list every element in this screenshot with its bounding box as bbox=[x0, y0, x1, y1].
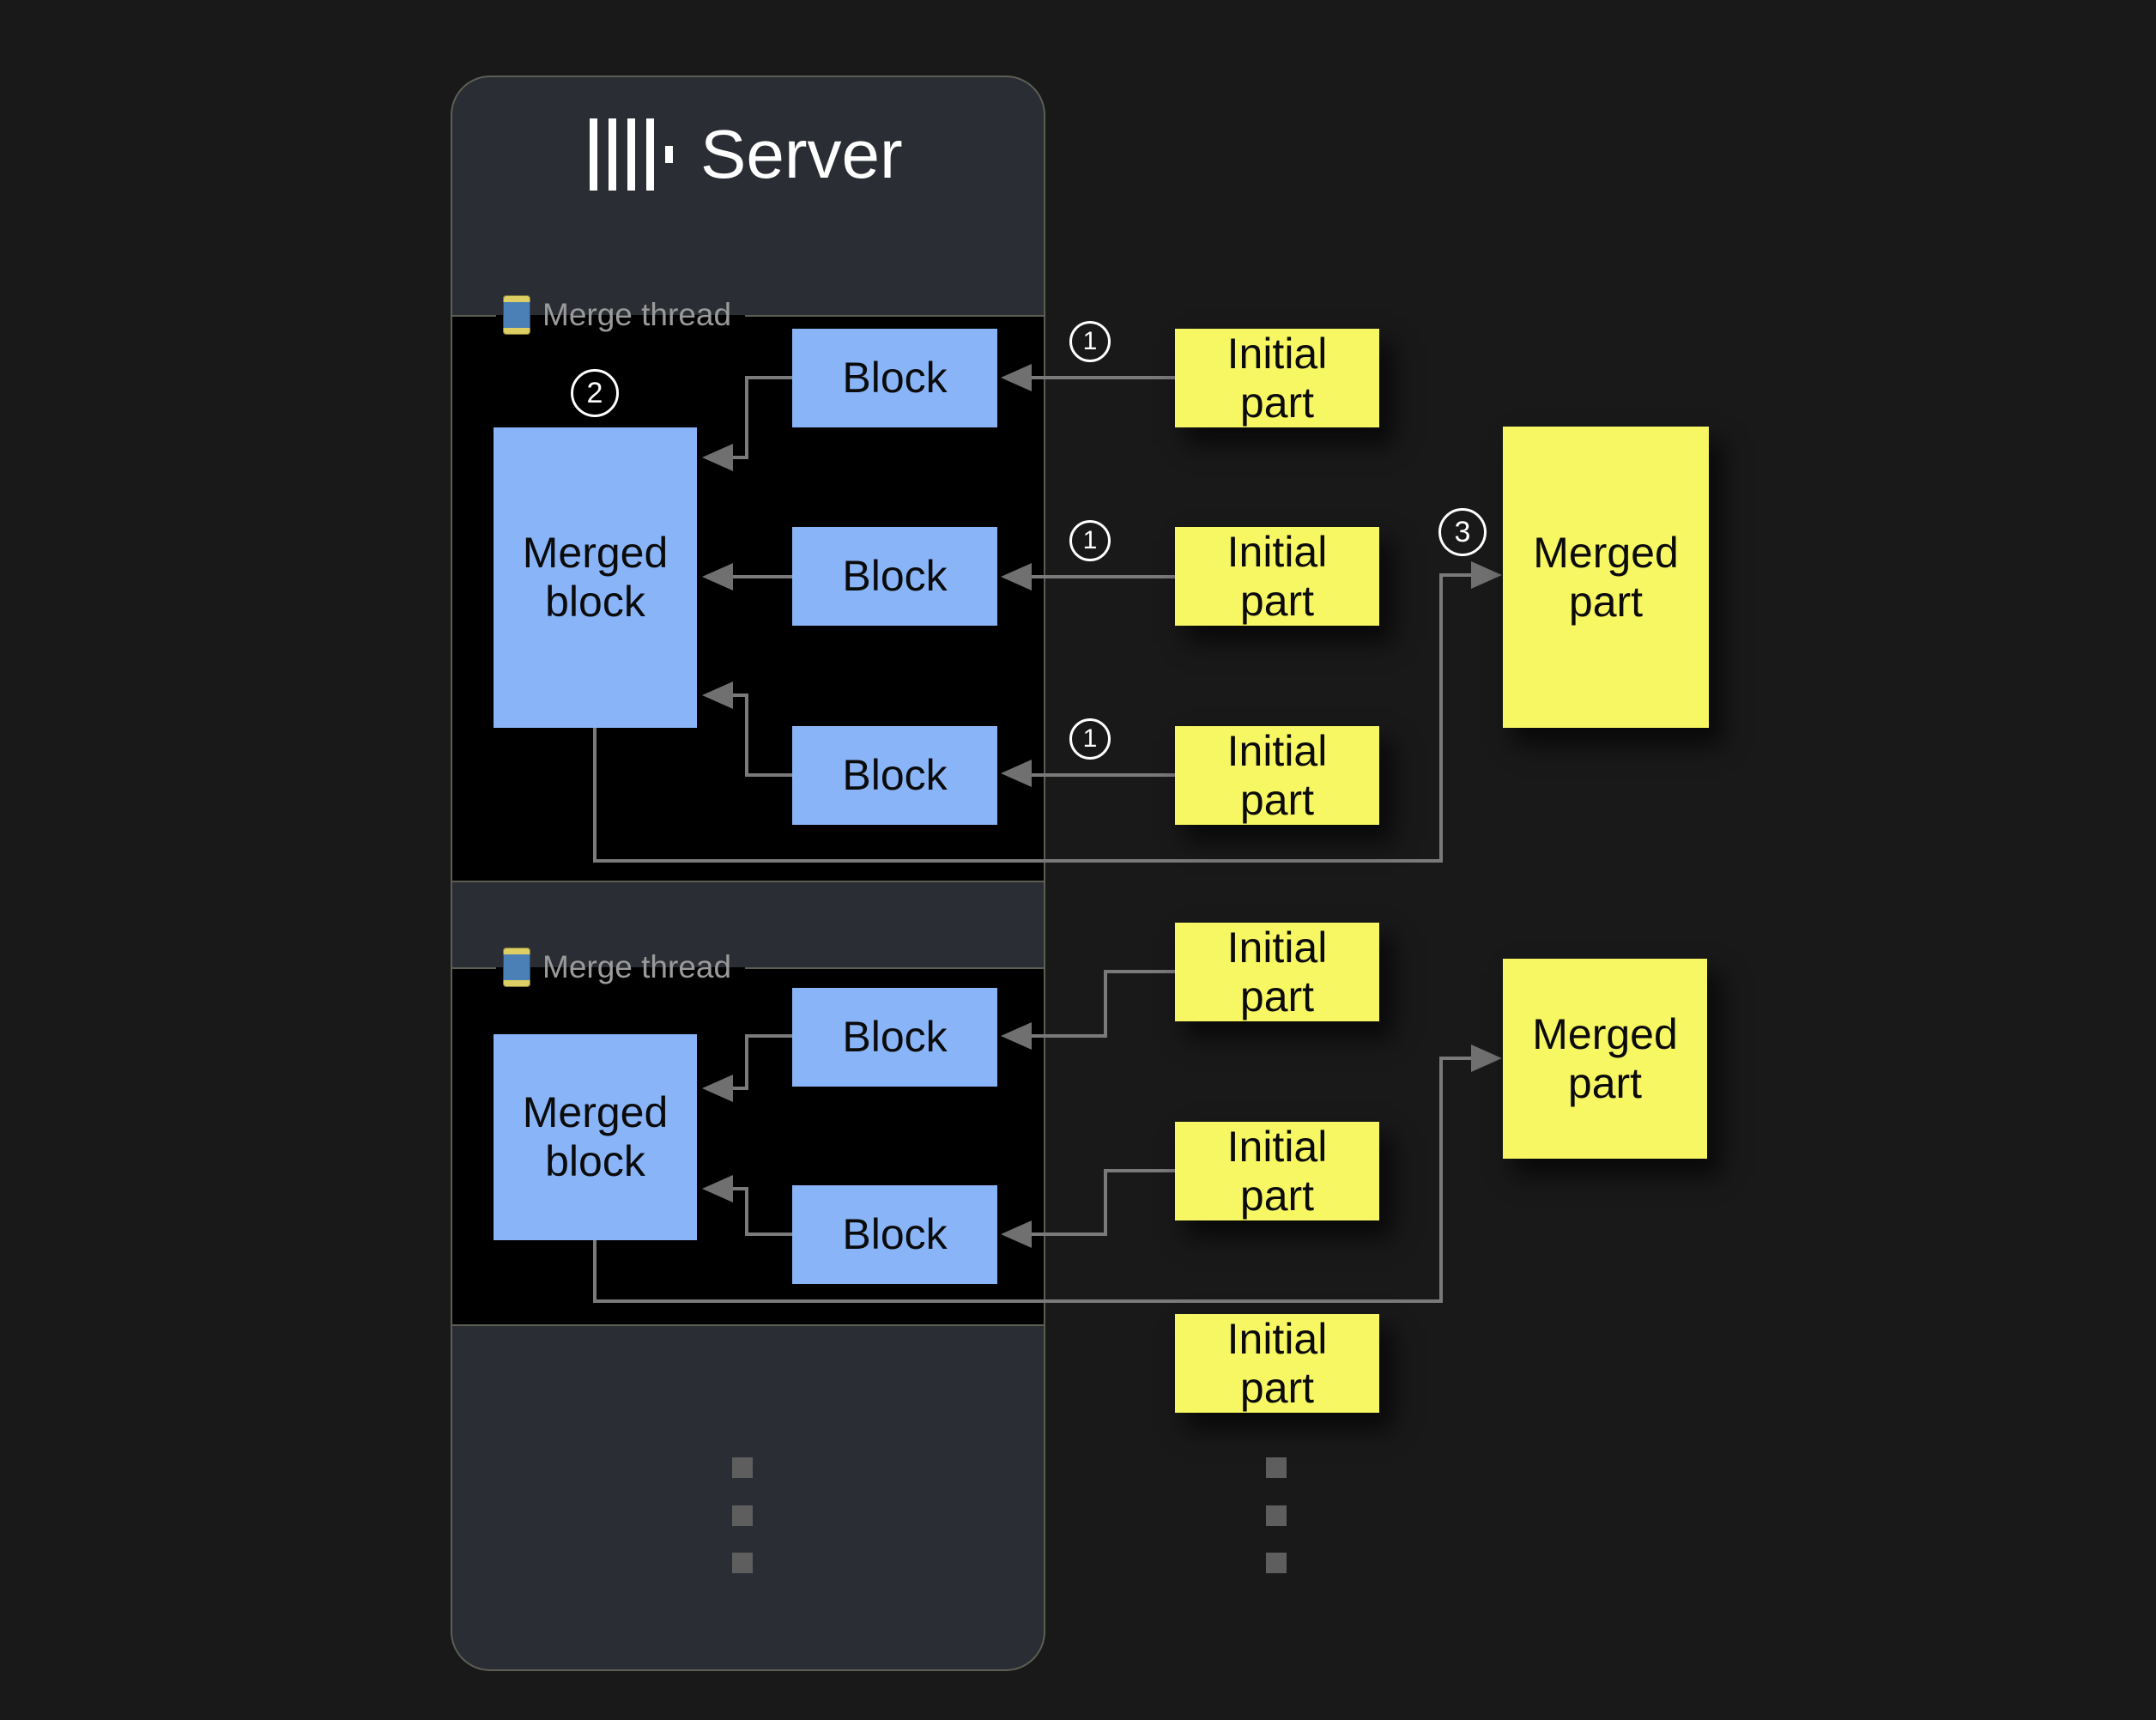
connector bbox=[1032, 1232, 1107, 1236]
connector bbox=[745, 1187, 748, 1236]
connector bbox=[747, 1034, 792, 1038]
clickhouse-logo-icon bbox=[590, 118, 673, 191]
connector bbox=[1105, 970, 1175, 973]
arrowhead-left bbox=[1001, 563, 1032, 590]
arrowhead-left bbox=[702, 1075, 733, 1102]
merged-part-1: Merged part bbox=[1503, 427, 1709, 728]
connector bbox=[733, 693, 748, 697]
connector bbox=[747, 376, 792, 379]
connector bbox=[593, 859, 1443, 863]
arrowhead-left bbox=[702, 681, 733, 709]
connector bbox=[747, 1232, 792, 1236]
connector bbox=[1104, 1169, 1107, 1236]
connector bbox=[745, 1034, 748, 1090]
merge-thread-label: Merge thread bbox=[542, 297, 732, 332]
initial-part-1c: Initial part bbox=[1175, 726, 1379, 825]
connector bbox=[747, 773, 792, 777]
connector bbox=[593, 1240, 597, 1303]
step-1-badge: 1 bbox=[1069, 718, 1111, 760]
block-2b: Block bbox=[792, 1185, 997, 1284]
connector bbox=[733, 575, 792, 578]
arrowhead-right bbox=[1471, 561, 1502, 589]
ellipsis-dot bbox=[1266, 1505, 1287, 1526]
connector bbox=[733, 456, 748, 459]
connector bbox=[1439, 1057, 1443, 1303]
connector bbox=[593, 728, 597, 863]
merge-thread-legend-2: Merge thread bbox=[496, 942, 746, 992]
connector bbox=[1032, 773, 1175, 777]
initial-part-1a: Initial part bbox=[1175, 329, 1379, 427]
arrowhead-left bbox=[702, 1175, 733, 1202]
ellipsis-dot bbox=[732, 1505, 753, 1526]
merge-thread-label: Merge thread bbox=[542, 949, 732, 984]
merged-block-2: Merged block bbox=[494, 1034, 697, 1240]
server-title: Server bbox=[700, 116, 903, 192]
connector bbox=[745, 693, 748, 777]
arrowhead-left bbox=[1001, 760, 1032, 787]
merged-part-2: Merged part bbox=[1503, 959, 1707, 1159]
arrowhead-right bbox=[1471, 1045, 1502, 1072]
merged-block-1: Merged block bbox=[494, 427, 697, 728]
initial-part-2c: Initial part bbox=[1175, 1314, 1379, 1413]
connector bbox=[1032, 1034, 1107, 1038]
connector bbox=[1443, 573, 1471, 577]
ellipsis-dot bbox=[732, 1553, 753, 1573]
connector bbox=[593, 1299, 1443, 1303]
arrowhead-left bbox=[1001, 1220, 1032, 1248]
block-1b: Block bbox=[792, 527, 997, 626]
arrowhead-left bbox=[702, 563, 733, 590]
server-header: Server bbox=[590, 110, 903, 199]
connector bbox=[1439, 573, 1443, 863]
thread-spool-icon bbox=[503, 295, 530, 335]
ellipsis-dot bbox=[1266, 1457, 1287, 1478]
initial-part-2b: Initial part bbox=[1175, 1122, 1379, 1220]
connector bbox=[1104, 970, 1107, 1038]
connector bbox=[745, 376, 748, 459]
arrowhead-left bbox=[702, 444, 733, 471]
connector bbox=[1032, 575, 1175, 578]
ellipsis-dot bbox=[1266, 1553, 1287, 1573]
connector bbox=[1443, 1057, 1471, 1060]
connector bbox=[1032, 376, 1175, 379]
thread-spool-icon bbox=[503, 948, 530, 987]
block-2a: Block bbox=[792, 988, 997, 1087]
step-2-badge: 2 bbox=[571, 369, 619, 417]
block-1a: Block bbox=[792, 329, 997, 427]
merge-thread-legend-1: Merge thread bbox=[496, 290, 746, 340]
initial-part-2a: Initial part bbox=[1175, 923, 1379, 1021]
connector bbox=[1105, 1169, 1175, 1172]
step-1-badge: 1 bbox=[1069, 321, 1111, 362]
connector bbox=[733, 1187, 748, 1190]
block-1c: Block bbox=[792, 726, 997, 825]
ellipsis-dot bbox=[732, 1457, 753, 1478]
step-3-badge: 3 bbox=[1438, 508, 1487, 556]
step-1-badge: 1 bbox=[1069, 520, 1111, 561]
arrowhead-left bbox=[1001, 1022, 1032, 1050]
initial-part-1b: Initial part bbox=[1175, 527, 1379, 626]
connector bbox=[733, 1087, 748, 1090]
arrowhead-left bbox=[1001, 364, 1032, 391]
